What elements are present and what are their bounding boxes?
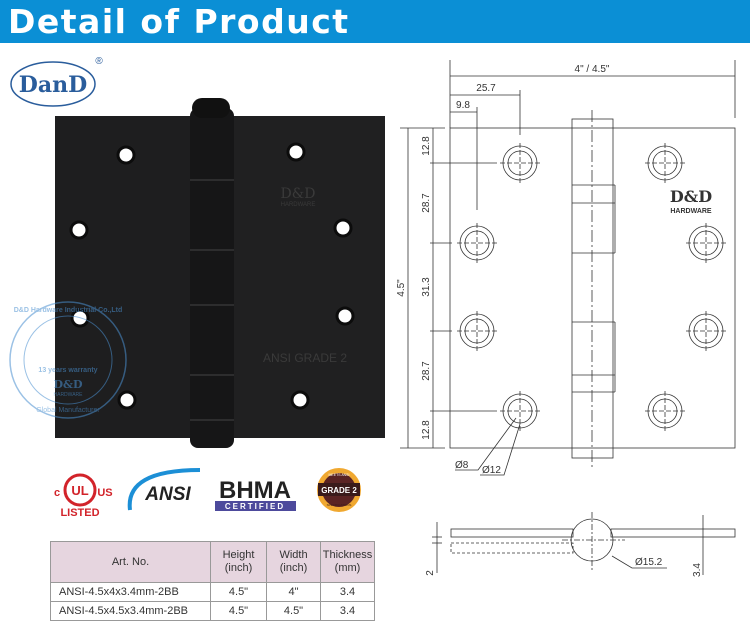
registered-mark: ®	[95, 56, 103, 67]
dim-offset-outer: 25.7	[476, 83, 496, 94]
spec-table: Art. No. Height(inch) Width(inch) Thickn…	[50, 541, 375, 621]
screw-hole	[457, 311, 497, 351]
svg-text:BHMA: BHMA	[219, 477, 291, 504]
dim-width: 4" / 4.5"	[575, 64, 610, 75]
col-art-no: Art. No.	[50, 541, 211, 583]
svg-text:US: US	[97, 487, 112, 499]
table-header-row: Art. No. Height(inch) Width(inch) Thickn…	[50, 541, 375, 583]
col-width: Width(inch)	[266, 541, 321, 583]
svg-text:c: c	[54, 487, 60, 499]
svg-text:28.7: 28.7	[421, 193, 432, 213]
watermark-stamp: D&D Hardware Industrial Co.,Ltd 13 years…	[9, 301, 127, 419]
dim-knuckle-diameter: Ø15.2	[635, 557, 663, 568]
dand-logo: DanD ®	[10, 56, 103, 107]
svg-text:Global Manufacturer: Global Manufacturer	[36, 407, 100, 414]
svg-text:MEETS ANSI: MEETS ANSI	[328, 473, 349, 477]
svg-text:28.7: 28.7	[421, 361, 432, 381]
drawing-brand: D&D	[670, 187, 712, 206]
engraving-brand: D&D	[281, 186, 316, 202]
screw-hole	[457, 223, 497, 263]
screw-holes	[457, 143, 726, 431]
dim-height: 4.5"	[396, 279, 407, 297]
technical-drawing: 4" / 4.5" 25.7 9.8 4.5" 12.8 28.7 31.3 2…	[396, 60, 736, 577]
dim-side-thickness: 2	[425, 570, 436, 576]
screw-hole	[686, 223, 726, 263]
svg-text:12.8: 12.8	[421, 420, 432, 440]
engraving-grade: ANSI GRADE 2	[263, 351, 347, 365]
dim-side-total: 3.4	[692, 563, 703, 577]
bhma-certified-logo: BHMA CERTIFIED	[215, 477, 296, 511]
svg-text:LISTED: LISTED	[60, 507, 99, 519]
screw-hole	[500, 391, 540, 431]
screw-hole	[645, 391, 685, 431]
ul-listed-logo: UL c US LISTED	[54, 473, 113, 519]
svg-text:CERTIFIED: CERTIFIED	[225, 502, 285, 511]
page-title: Detail of Product	[8, 2, 350, 41]
svg-text:SPECIFICATIONS: SPECIFICATIONS	[327, 503, 352, 507]
col-height: Height(inch)	[210, 541, 267, 583]
svg-text:GRADE 2: GRADE 2	[321, 486, 357, 495]
svg-text:UL: UL	[71, 483, 88, 498]
dim-hole-outer: Ø12	[482, 465, 501, 476]
svg-text:ANSI: ANSI	[144, 484, 191, 505]
engraving-brand-sub: HARDWARE	[281, 202, 316, 208]
dim-hole-inner: Ø8	[455, 460, 469, 471]
grade2-badge: GRADE 2 MEETS ANSI SPECIFICATIONS	[317, 468, 361, 512]
ansi-logo: ANSI	[127, 468, 201, 511]
svg-text:D&D Hardware Industrial Co.,Lt: D&D Hardware Industrial Co.,Ltd	[14, 307, 123, 314]
screw-hole	[645, 143, 685, 183]
svg-text:D&D: D&D	[53, 378, 82, 391]
svg-text:HARDWARE: HARDWARE	[670, 208, 712, 215]
header-banner: Detail of Product	[0, 0, 750, 43]
svg-text:13 years warranty: 13 years warranty	[38, 367, 97, 374]
hinge-photo: D&D HARDWARE ANSI GRADE 2 D&D Hardware I…	[9, 98, 385, 448]
svg-text:31.3: 31.3	[421, 277, 432, 297]
svg-text:HARDWARE: HARDWARE	[54, 392, 84, 398]
logo-text: DanD	[19, 72, 87, 98]
screw-hole	[686, 311, 726, 351]
screw-hole	[500, 143, 540, 183]
svg-text:12.8: 12.8	[421, 136, 432, 156]
dim-offset-inner: 9.8	[456, 100, 470, 111]
col-thickness: Thickness(mm)	[320, 541, 375, 583]
